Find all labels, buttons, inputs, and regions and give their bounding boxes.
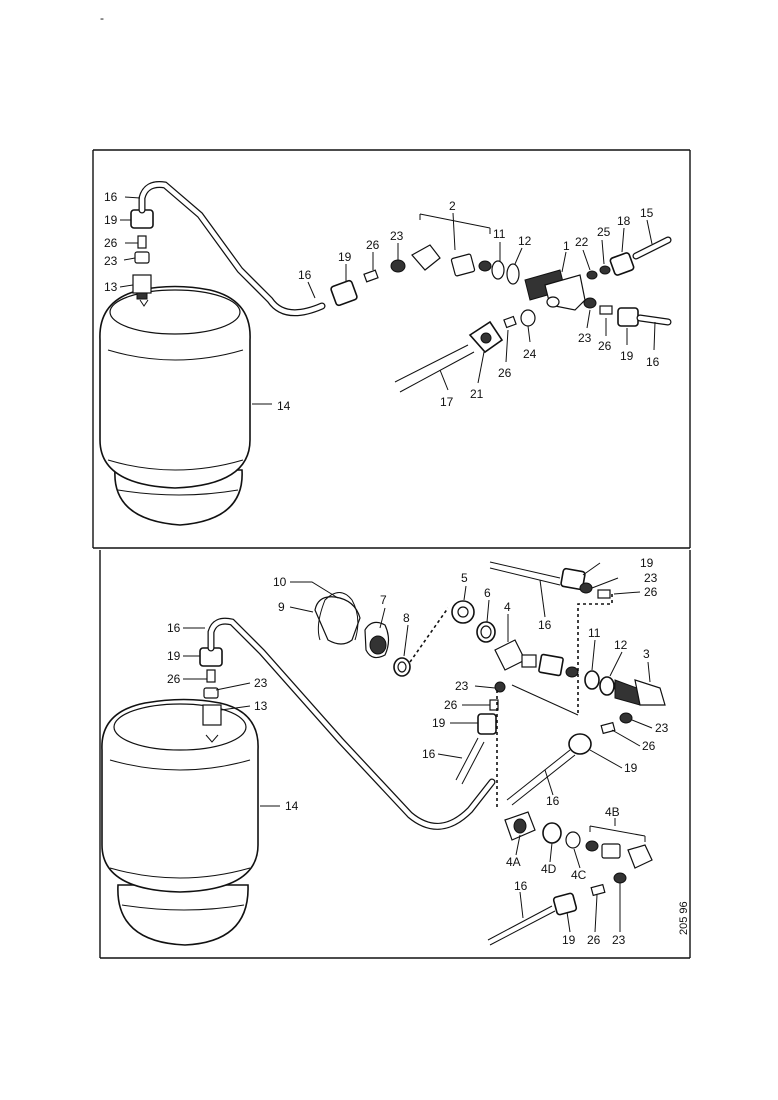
label-7: 7	[380, 593, 387, 607]
label-26: 26	[104, 236, 118, 250]
air-spring-bellows-top	[99, 285, 251, 526]
bottom-panel: 10 9 7 8 5 6 4 19 23 26 16 16 19 26 23 1…	[101, 556, 669, 947]
label-26: 26	[167, 672, 181, 686]
label-19: 19	[640, 556, 654, 570]
label-16: 16	[538, 618, 552, 632]
label-11: 11	[493, 227, 506, 241]
label-24: 24	[523, 347, 537, 361]
label-19: 19	[167, 649, 181, 663]
stray-mark: -	[100, 11, 104, 25]
label-12: 12	[518, 234, 532, 248]
label-19: 19	[432, 716, 446, 730]
label-14: 14	[285, 799, 299, 813]
label-23: 23	[104, 254, 118, 268]
label-26: 26	[642, 739, 656, 753]
label-4: 4	[504, 600, 511, 614]
label-19: 19	[338, 250, 352, 264]
label-26: 26	[587, 933, 601, 947]
label-4A: 4A	[506, 855, 521, 869]
label-16: 16	[298, 268, 312, 282]
label-23: 23	[254, 676, 268, 690]
label-5: 5	[461, 571, 468, 585]
label-13: 13	[254, 699, 268, 713]
label-22: 22	[575, 235, 589, 249]
label-26: 26	[644, 585, 658, 599]
label-26: 26	[498, 366, 512, 380]
label-16: 16	[546, 794, 560, 808]
label-19: 19	[562, 933, 576, 947]
label-23: 23	[455, 679, 469, 693]
label-18: 18	[617, 214, 631, 228]
label-12: 12	[614, 638, 628, 652]
label-15: 15	[640, 206, 654, 220]
label-4B: 4B	[605, 805, 620, 819]
diagram-frame	[92, 149, 691, 959]
label-8: 8	[403, 611, 410, 625]
label-4D: 4D	[541, 862, 557, 876]
label-26: 26	[366, 238, 380, 252]
label-26: 26	[444, 698, 458, 712]
label-3: 3	[643, 647, 650, 661]
label-23: 23	[612, 933, 626, 947]
label-14: 14	[277, 399, 291, 413]
label-19: 19	[620, 349, 634, 363]
label-23: 23	[655, 721, 669, 735]
label-11: 11	[588, 626, 601, 640]
label-16: 16	[104, 190, 118, 204]
label-13: 13	[104, 280, 118, 294]
label-9: 9	[278, 600, 285, 614]
label-19: 19	[104, 213, 118, 227]
label-23: 23	[578, 331, 592, 345]
label-16: 16	[167, 621, 181, 635]
label-23: 23	[390, 229, 404, 243]
label-25: 25	[597, 225, 611, 239]
label-23: 23	[644, 571, 658, 585]
label-21: 21	[470, 387, 484, 401]
label-10: 10	[273, 575, 287, 589]
label-2: 2	[449, 199, 456, 213]
label-17: 17	[440, 395, 454, 409]
label-16: 16	[422, 747, 436, 761]
label-16: 16	[646, 355, 660, 369]
label-26: 26	[598, 339, 612, 353]
figure-id: 205 96	[678, 901, 690, 935]
label-19: 19	[624, 761, 638, 775]
top-panel: 16 19 26 23 13 14 16 19 26 23 2 11 12 1 …	[99, 181, 672, 526]
air-spring-bellows-bottom	[101, 698, 259, 946]
label-16: 16	[514, 879, 528, 893]
label-1: 1	[563, 239, 570, 253]
label-6: 6	[484, 586, 491, 600]
label-4C: 4C	[571, 868, 587, 882]
